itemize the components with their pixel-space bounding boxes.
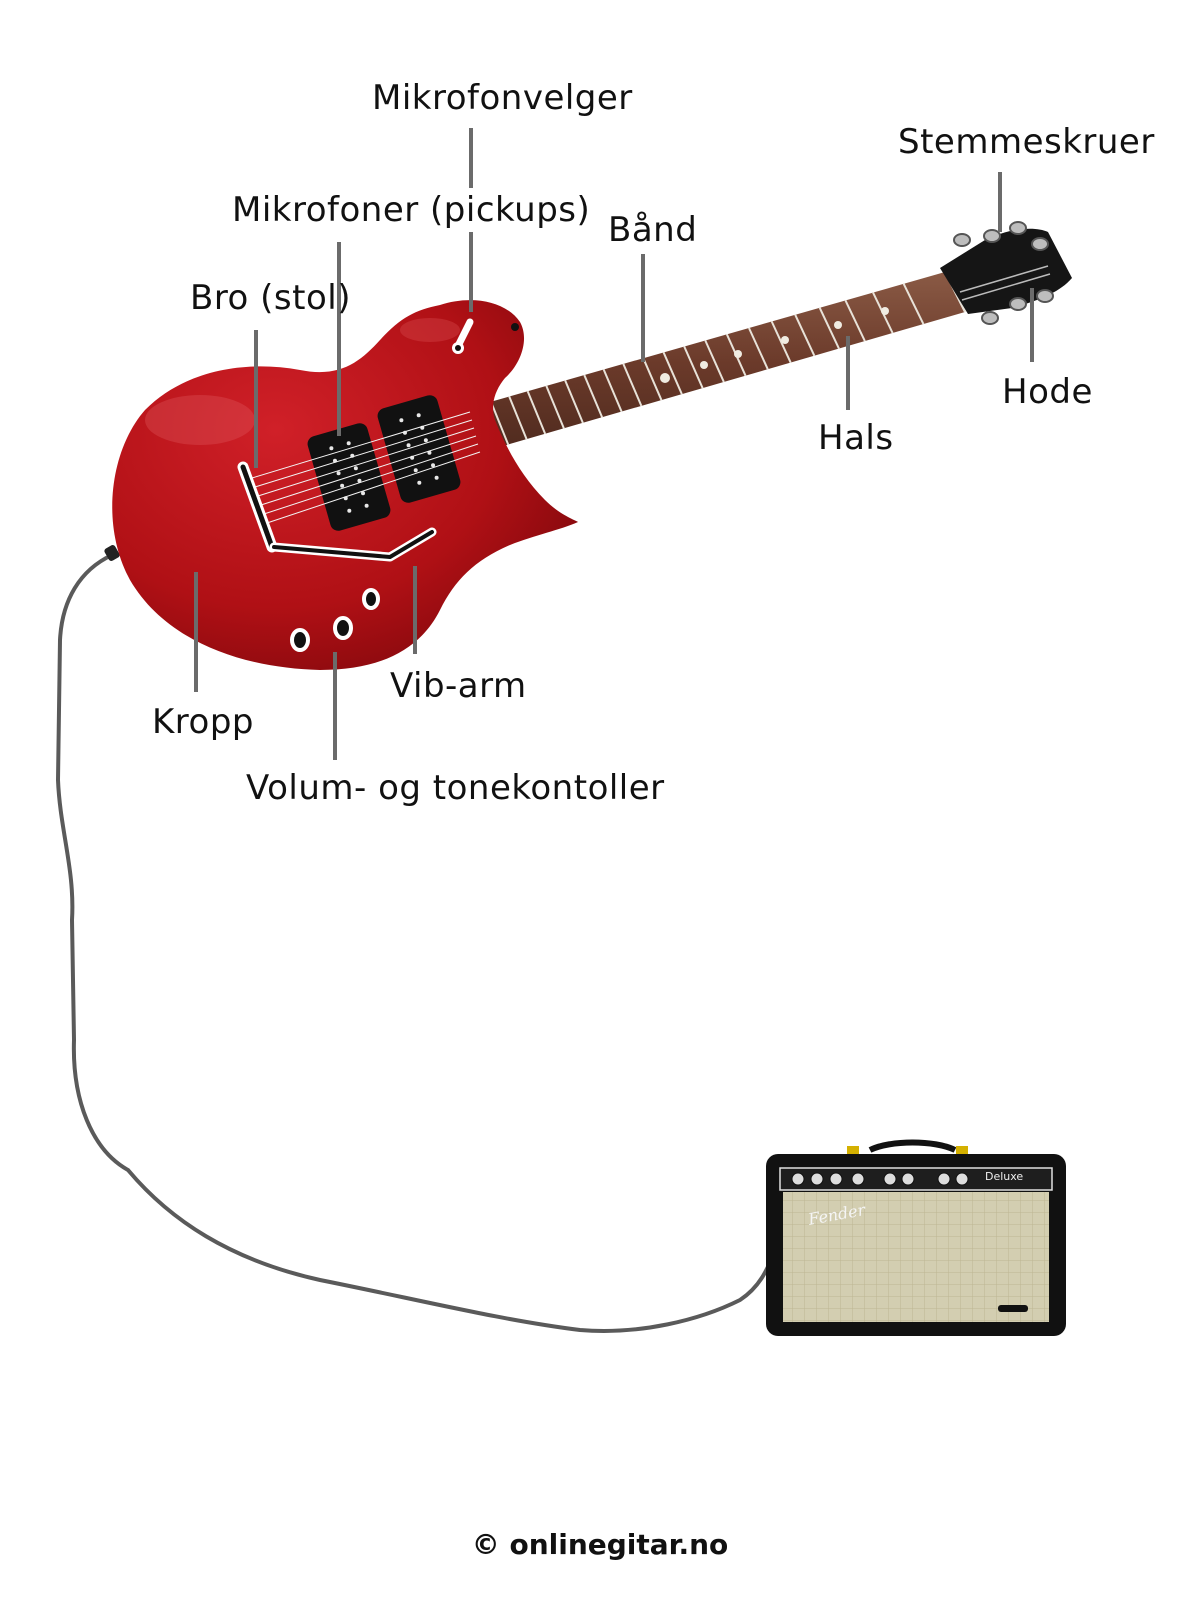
pole-piece [399, 418, 404, 423]
pole-piece [413, 468, 418, 473]
label-hals: Hals [818, 418, 894, 458]
label-hode: Hode [1002, 372, 1093, 412]
fret [818, 307, 840, 349]
pole-piece [364, 503, 369, 508]
fret [545, 385, 565, 429]
pole-piece [361, 491, 366, 496]
jack-plug [104, 545, 120, 561]
fret [622, 363, 643, 407]
fret [602, 369, 623, 413]
tuning-peg [953, 233, 971, 247]
fret-inlay [700, 361, 708, 369]
fret-inlay [734, 350, 742, 358]
guitar-neck [455, 271, 966, 455]
tuning-peg [1009, 221, 1027, 235]
pole-piece [423, 438, 428, 443]
pole-piece [347, 508, 352, 513]
amp-knob [955, 1172, 969, 1186]
fret [526, 390, 547, 435]
tuning-peg [981, 311, 999, 325]
pickup-selector-switch [452, 318, 519, 354]
pole-piece [357, 478, 362, 483]
label-stemmeskruer: Stemmeskruer [898, 122, 1155, 162]
bridge [237, 461, 278, 553]
pole-piece [417, 480, 422, 485]
pole-piece [434, 475, 439, 480]
pole-piece [329, 446, 334, 451]
guitar-headstock [940, 221, 1072, 325]
label-bro: Bro (stol) [190, 278, 351, 318]
fret-inlay [834, 321, 842, 329]
label-vibarm: Vib-arm [390, 666, 527, 706]
fret [748, 327, 769, 370]
amp-knob [901, 1172, 915, 1186]
pole-piece [416, 413, 421, 418]
pole-piece [406, 443, 411, 448]
fret [902, 283, 925, 325]
fret-inlay [881, 307, 889, 315]
amp-panel-label: Deluxe [985, 1170, 1024, 1183]
amp-knob [937, 1172, 951, 1186]
pole-piece [353, 466, 358, 471]
fret [642, 357, 663, 401]
amp-knob [851, 1172, 865, 1186]
fret [583, 374, 604, 418]
pole-piece [431, 463, 436, 468]
pole-piece [340, 483, 345, 488]
fret [770, 321, 792, 363]
fret-inlay [660, 373, 670, 383]
amplifier [766, 1139, 1066, 1336]
guitar-cable [55, 553, 810, 1333]
pickup-neck [377, 395, 461, 503]
volume-tone-knobs [290, 588, 380, 652]
pole-piece [336, 471, 341, 476]
amp-knob [810, 1172, 824, 1186]
label-volum: Volum- og tonekontoller [246, 768, 665, 808]
fret [704, 340, 725, 383]
tuning-peg [1031, 237, 1049, 251]
pole-piece [346, 441, 351, 446]
amp-knob [829, 1172, 843, 1186]
fret-inlay [781, 336, 789, 344]
fret [490, 401, 510, 445]
amp-knob [791, 1172, 805, 1186]
leader-lines [194, 128, 1034, 760]
fret [662, 352, 683, 395]
copyright-footer: © onlinegitar.no [471, 1528, 729, 1561]
tuning-peg [1009, 297, 1027, 311]
fret [508, 396, 528, 440]
label-band: Bånd [608, 210, 698, 250]
guitar-strings [251, 411, 481, 524]
label-kropp: Kropp [152, 702, 254, 742]
label-mikrofoner: Mikrofoner (pickups) [232, 190, 591, 230]
fret [683, 346, 704, 389]
tuning-peg [983, 229, 1001, 243]
fret [844, 300, 866, 342]
label-mikrofonvelger: Mikrofonvelger [372, 78, 633, 118]
amp-knob [883, 1172, 897, 1186]
tuning-peg [1036, 289, 1054, 303]
fret [564, 380, 584, 424]
vibrato-arm [269, 527, 437, 562]
fret [794, 314, 816, 357]
